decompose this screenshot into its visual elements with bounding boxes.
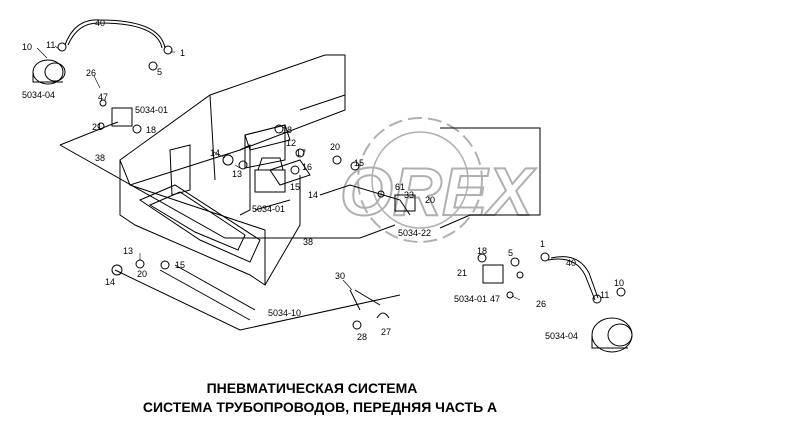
part-label: 13 bbox=[123, 246, 133, 256]
part-label: 61 bbox=[395, 182, 405, 192]
hoses bbox=[64, 19, 599, 301]
part-label: 15 bbox=[354, 158, 364, 168]
part-label: 15 bbox=[175, 260, 185, 270]
part-label: 5 bbox=[508, 248, 513, 258]
part-label: 38 bbox=[95, 153, 105, 163]
part-label: 20 bbox=[425, 195, 435, 205]
part-label: 47 bbox=[98, 92, 108, 102]
part-label: 28 bbox=[357, 332, 367, 342]
part-label: 47 bbox=[490, 294, 500, 304]
part-label: 18 bbox=[146, 125, 156, 135]
part-label: 40 bbox=[566, 258, 576, 268]
part-label: 18 bbox=[282, 125, 292, 135]
part-label: 12 bbox=[286, 138, 296, 148]
part-label: 21 bbox=[92, 122, 102, 132]
part-label: 30 bbox=[335, 271, 345, 281]
part-label: 20 bbox=[137, 269, 147, 279]
part-label: 5034-01 bbox=[135, 105, 168, 115]
watermark-text: OREX bbox=[340, 154, 536, 230]
part-label: 10 bbox=[614, 278, 624, 288]
part-label: 5034-04 bbox=[545, 331, 578, 341]
part-label: 17 bbox=[296, 148, 306, 158]
part-label: 5034-01 bbox=[252, 204, 285, 214]
part-label: 5 bbox=[157, 67, 162, 77]
part-label: 5034-01 bbox=[454, 294, 487, 304]
part-label: 5034-22 bbox=[398, 228, 431, 238]
part-label: 33 bbox=[404, 190, 414, 200]
title-line-1: ПНЕВМАТИЧЕСКАЯ СИСТЕМА bbox=[207, 380, 418, 396]
part-label: 38 bbox=[303, 237, 313, 247]
part-label: 10 bbox=[22, 42, 32, 52]
part-label: 15 bbox=[290, 182, 300, 192]
part-label: 14 bbox=[210, 148, 220, 158]
part-label: 1 bbox=[540, 239, 545, 249]
diagram-title: ПНЕВМАТИЧЕСКАЯ СИСТЕМА СИСТЕМА ТРУБОПРОВ… bbox=[143, 380, 497, 415]
part-label: 26 bbox=[536, 299, 546, 309]
part-label: 5034-04 bbox=[22, 90, 55, 100]
part-label: 14 bbox=[308, 190, 318, 200]
part-label: 18 bbox=[477, 246, 487, 256]
part-label: 27 bbox=[381, 327, 391, 337]
fittings bbox=[57, 42, 626, 330]
brake-chamber-left bbox=[32, 59, 66, 85]
part-label: 13 bbox=[232, 169, 242, 179]
brake-chamber-right bbox=[591, 317, 633, 353]
leader-lines bbox=[36, 45, 521, 301]
watermark-logo: OREX bbox=[339, 117, 537, 243]
part-label: 11 bbox=[46, 40, 55, 50]
part-label: 5034-10 bbox=[268, 308, 301, 318]
part-label: 21 bbox=[457, 268, 467, 278]
part-label: 16 bbox=[302, 162, 312, 172]
title-line-2: СИСТЕМА ТРУБОПРОВОДОВ, ПЕРЕДНЯЯ ЧАСТЬ А bbox=[143, 399, 497, 415]
part-label: 20 bbox=[330, 142, 340, 152]
part-labels: 40 1 10 11 5 26 5034-04 47 5034-01 21 18… bbox=[22, 18, 624, 342]
pipelines bbox=[59, 121, 541, 331]
part-label: 40 bbox=[95, 18, 105, 28]
part-label: 26 bbox=[86, 68, 96, 78]
part-label: 11 bbox=[600, 290, 609, 300]
part-label: 14 bbox=[105, 277, 115, 287]
part-label: 1 bbox=[180, 48, 185, 58]
